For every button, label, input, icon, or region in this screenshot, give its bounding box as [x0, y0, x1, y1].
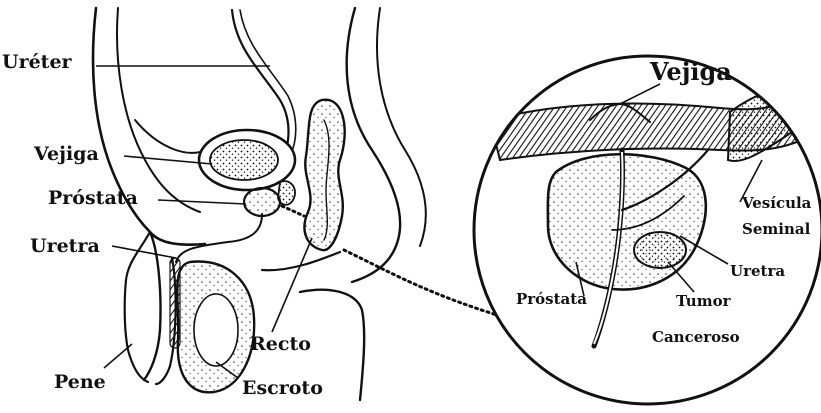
urethra-path	[176, 214, 262, 262]
inset-label-vesicula: Vesícula	[741, 194, 812, 212]
abdominal-wall-outline	[93, 8, 205, 245]
inset-tumor	[634, 232, 686, 268]
back-outline	[347, 8, 401, 282]
label-pene: Pene	[54, 371, 106, 393]
label-vejiga: Vejiga	[33, 143, 99, 165]
inset-label-uretra: Uretra	[730, 262, 785, 280]
label-prostata: Próstata	[48, 187, 138, 209]
pubic-outline	[125, 232, 150, 382]
prostate-gland	[244, 188, 280, 216]
label-uretra: Uretra	[30, 235, 100, 257]
zoom-connector-dots	[282, 206, 304, 216]
back-outline-inner	[377, 8, 426, 246]
leader-pene	[104, 344, 132, 368]
label-ureter: Uréter	[2, 51, 73, 73]
seminal-vesicle	[278, 181, 295, 205]
label-recto: Recto	[250, 333, 311, 355]
inset-label-canceroso: Canceroso	[652, 328, 740, 346]
label-escroto: Escroto	[242, 377, 323, 399]
bladder-inner	[210, 140, 278, 180]
inset-label-seminal: Seminal	[742, 220, 811, 238]
abdominal-wall-inner	[117, 8, 200, 212]
leader-uretra	[112, 246, 176, 258]
leader-prostata	[158, 200, 246, 204]
leader-recto	[272, 238, 312, 332]
perineum-curve	[262, 252, 340, 270]
inset-label-prostata: Próstata	[516, 290, 587, 308]
inset-label-tumor: Tumor	[676, 292, 732, 310]
inset-label-vejiga: Vejiga	[649, 57, 732, 86]
testis	[194, 294, 238, 366]
